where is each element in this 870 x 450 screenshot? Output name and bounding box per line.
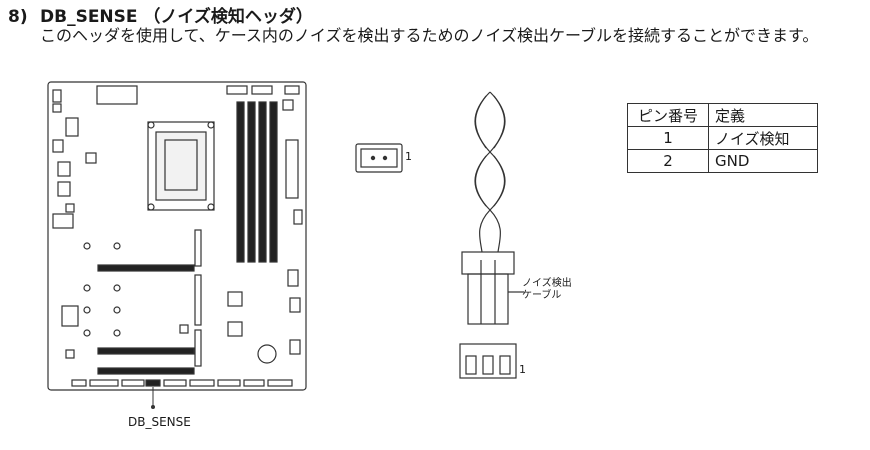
section-heading: 8) DB_SENSE （ノイズ検知ヘッダ） — [8, 2, 313, 27]
motherboard — [47, 81, 307, 391]
section-description: このヘッダを使用して、ケース内のノイズを検出するためのノイズ検出ケーブルを接続す… — [40, 26, 819, 45]
table-header-row: ピン番号 定義 — [627, 103, 818, 127]
board-db-sense-label: DB_SENSE — [128, 415, 191, 429]
cable-label-line1: ノイズ検出 — [522, 278, 572, 289]
pin-definition: GND — [708, 149, 818, 173]
section-number: 8) — [8, 7, 28, 27]
header-pin-1-label: 1 — [405, 150, 412, 163]
pin-number: 2 — [627, 149, 709, 173]
table-row: 2 GND — [627, 149, 818, 173]
header-connector — [355, 143, 403, 173]
column-header-definition: 定義 — [708, 103, 818, 127]
cable-connector-front — [459, 343, 517, 379]
section-title: DB_SENSE （ノイズ検知ヘッダ） — [40, 7, 313, 27]
noise-cable — [461, 91, 524, 325]
table-row: 1 ノイズ検知 — [627, 126, 818, 150]
pin-number: 1 — [627, 126, 709, 150]
cable-label: ノイズ検出 ケーブル — [522, 278, 572, 302]
column-header-pin: ピン番号 — [627, 103, 709, 127]
pin-definition-table: ピン番号 定義 1 ノイズ検知 2 GND — [627, 103, 818, 173]
connector-pin-1-label: 1 — [519, 363, 526, 376]
pin-definition: ノイズ検知 — [708, 126, 818, 150]
cable-label-line2: ケーブル — [522, 290, 562, 301]
